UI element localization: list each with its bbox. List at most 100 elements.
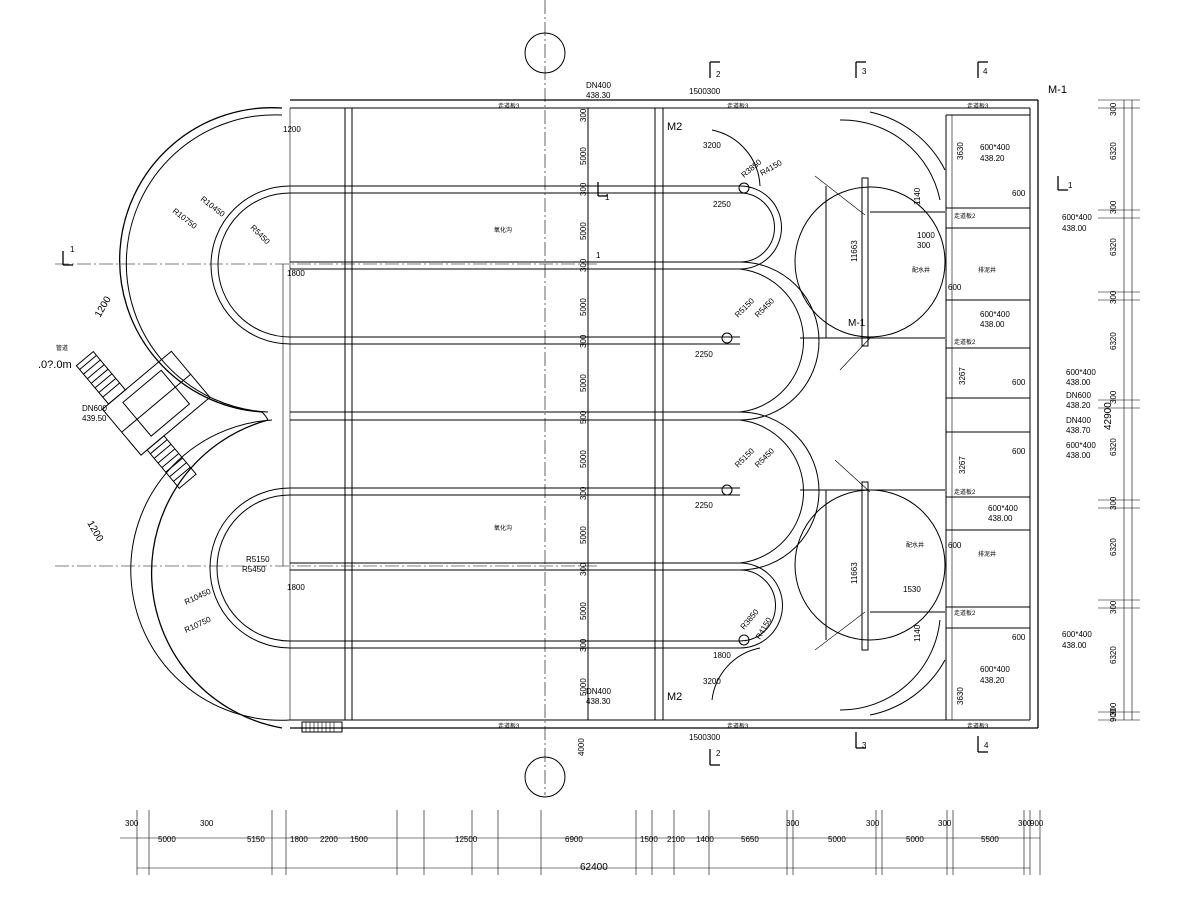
opening-6-elev: 438.00 <box>988 514 1013 523</box>
radius-r5150-bottom: R5150 <box>246 555 270 564</box>
cn-mark-walkway-right-top: 走道板3 <box>967 102 989 110</box>
r-loop-3 <box>739 419 805 564</box>
r-loop-2b <box>739 261 820 421</box>
left-inner-arc-bottom <box>130 419 291 721</box>
opening-7-elev: 438.00 <box>1062 641 1087 650</box>
radius-r4150-bottom: R4150 <box>754 616 774 641</box>
cn-mark-walkway2-d: 走道板2 <box>954 609 976 617</box>
r-loop-2 <box>739 268 805 413</box>
door-m2-bottom-label: M2 <box>667 691 682 703</box>
stair-top-step-4 <box>94 373 113 389</box>
stair-top-step-0 <box>79 355 97 370</box>
dim-600-2: 600 <box>948 283 962 292</box>
r-loop-1b <box>739 185 782 270</box>
opening-8-elev: 438.20 <box>980 676 1005 685</box>
opening-4-elev: 438.00 <box>1066 378 1091 387</box>
valve-0 <box>738 182 750 194</box>
bottom-dim-1: 5000 <box>158 835 176 844</box>
cn-mark-well-bottom: 配水井 <box>906 541 924 549</box>
lane-5000-h: 5000 <box>579 678 588 696</box>
left-inner-arc-top <box>125 114 283 413</box>
bridge-top <box>861 177 869 347</box>
lane-300-f: 300 <box>579 486 588 500</box>
bottom-dim-11: 1400 <box>696 835 714 844</box>
bottom-dim-2: 300 <box>200 819 214 828</box>
elev-43870-right: 438.70 <box>1066 426 1091 435</box>
cn-mark-walkway-top: 走道板3 <box>498 102 520 110</box>
pipe-dn400-bottom: DN400 <box>586 687 611 696</box>
axis-bubble-bottom <box>524 756 566 798</box>
elev-43920-right: 438.20 <box>1066 401 1091 410</box>
opening-1-elev: 438.20 <box>980 154 1005 163</box>
section-mark-1-right: 1 <box>1068 181 1073 190</box>
stair-top-step-3 <box>90 368 109 384</box>
cn-mark-walkway-bottom2: 走道板3 <box>727 722 749 730</box>
dim-11663-bottom: 11663 <box>850 562 859 584</box>
dim-1530: 1530 <box>903 585 921 594</box>
dim-1200-top: 1200 <box>93 294 114 319</box>
axis-bubble-top <box>524 32 566 74</box>
bottom-dim-8: 6900 <box>565 835 583 844</box>
clarifier-top-arc <box>839 119 941 201</box>
left-cusp <box>261 411 269 421</box>
right-dim-5: 6320 <box>1109 332 1118 350</box>
cn-mark-walkway2-a: 走道板2 <box>954 212 976 220</box>
r-loop-4b <box>739 562 783 649</box>
door-m1-label-inner: M-1 <box>848 318 866 329</box>
bottom-dim-17: 300 <box>938 819 952 828</box>
lane-300-g: 300 <box>579 562 588 576</box>
opening-5-elev: 438.00 <box>1066 451 1091 460</box>
inlet-structure <box>75 350 211 489</box>
radius-r10450-bottom: R10450 <box>183 587 213 607</box>
lane-300-d: 300 <box>579 334 588 348</box>
radius-r5450-mid2: R5450 <box>753 446 776 469</box>
opening-3: 600*400 <box>980 310 1010 319</box>
valve-3 <box>738 634 750 646</box>
dim-3200-top: 3200 <box>703 141 721 150</box>
cn-mark-walkway-right-bottom: 走道板3 <box>967 722 989 730</box>
bottom-dim-10: 2100 <box>667 835 685 844</box>
clarifier-bottom-arc2 <box>869 659 946 716</box>
dim-3267-bottom: 3267 <box>958 456 967 474</box>
right-dim-8: 300 <box>1109 496 1118 510</box>
valve-2 <box>721 484 733 496</box>
cn-mark-walkway-top2: 走道板3 <box>727 102 749 110</box>
left-outer-arc-bottom <box>150 419 283 729</box>
lane-300-b: 300 <box>579 182 588 196</box>
section-mark-1-left: 1 <box>70 245 75 254</box>
lane-5000-c: 5000 <box>579 298 588 316</box>
dim-2250-1: 2250 <box>713 200 731 209</box>
radial-1 <box>814 175 866 216</box>
radius-r5150-mid2: R5150 <box>733 446 756 469</box>
bottom-dim-14: 5000 <box>828 835 846 844</box>
cn-mark-oxidation-bottom: 氧化沟 <box>494 524 512 532</box>
section-mark-2-bottom: 2 <box>716 749 721 758</box>
stair-bottom-step-1 <box>153 443 172 459</box>
dim-1800-right: 1800 <box>713 651 731 660</box>
inlet-mid <box>121 373 191 433</box>
bottom-dim-18: 5500 <box>981 835 999 844</box>
right-dim-9: 6320 <box>1109 538 1118 556</box>
bottom-dim-20: 900 <box>1030 819 1044 828</box>
dim-1800-left-bottom: 1800 <box>287 583 305 592</box>
right-dim-6: 300 <box>1109 390 1118 404</box>
section-mark-2-top: 2 <box>716 70 721 79</box>
stair-bottom-step-6 <box>173 466 191 482</box>
stair-bottom-step-5 <box>169 462 187 478</box>
stair-bottom-step-4 <box>165 457 183 473</box>
dim-600-4: 600 <box>1012 447 1026 456</box>
pipe-dn400-top: DN400 <box>586 81 611 90</box>
stair-bottom-step-2 <box>157 448 176 464</box>
right-dim-10: 300 <box>1109 600 1118 614</box>
bridge-bottom <box>861 481 869 651</box>
dim-1000-1: 1000 <box>917 231 935 240</box>
cn-mark-left-elev: 管道 <box>56 344 68 352</box>
loop-bottom-inner <box>216 494 291 642</box>
plan-geometry <box>55 0 1140 875</box>
opening-7: 600*400 <box>1062 630 1092 639</box>
stair-bottom-step-3 <box>161 453 180 468</box>
section-mark-4-bottom: 4 <box>984 741 989 750</box>
bottom-dim-16: 5000 <box>906 835 924 844</box>
lane-300-c: 300 <box>579 258 588 272</box>
r-loop-1 <box>739 192 775 263</box>
